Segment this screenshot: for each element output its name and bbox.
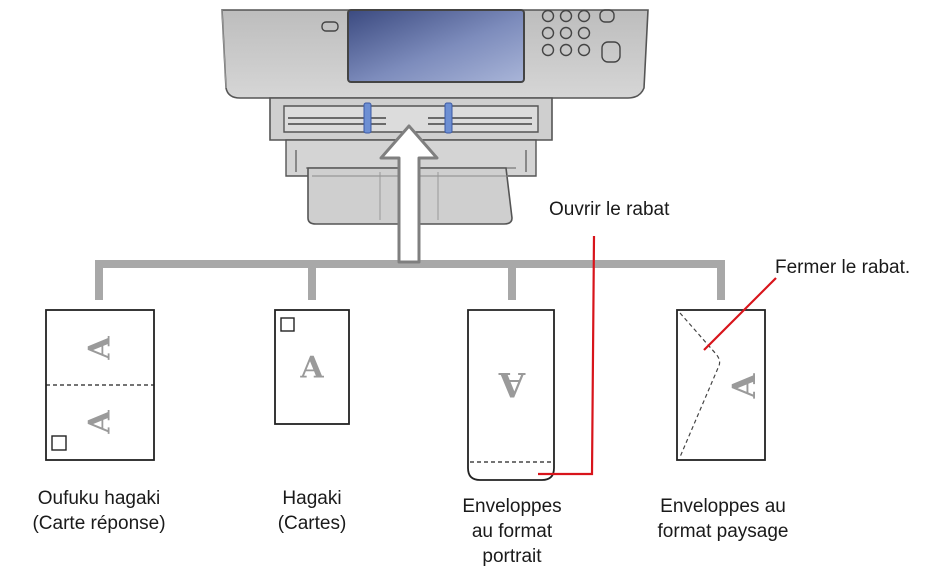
oufuku-top-mark: A <box>83 336 118 361</box>
feed-direction-arrow-icon <box>379 124 439 264</box>
caption-hagaki: Hagaki (Cartes) <box>252 486 372 536</box>
control-panel-display <box>347 9 525 83</box>
caption-envelope-landscape: Enveloppes au format paysage <box>628 494 818 544</box>
open-flap-callout: Ouvrir le rabat <box>549 199 670 220</box>
callout-lines <box>538 235 777 476</box>
caption-line: (Carte réponse) <box>32 513 166 534</box>
media-envelope-portrait: A <box>467 309 555 481</box>
media-envelope-landscape: A <box>676 309 766 461</box>
caption-line: au format <box>471 521 553 542</box>
caption-line: portrait <box>482 546 542 567</box>
media-hagaki: A <box>274 309 350 425</box>
media-oufuku-hagaki: A A <box>45 309 155 461</box>
hagaki-mark: A <box>299 351 324 386</box>
close-flap-callout: Fermer le rabat. <box>775 257 911 278</box>
caption-envelope-portrait: Enveloppes au format portrait <box>442 494 582 569</box>
stamp-box-icon <box>280 317 295 332</box>
caption-line: (Cartes) <box>277 513 347 534</box>
envelope-landscape-mark: A <box>725 372 763 399</box>
open-flap-leader <box>538 235 596 476</box>
printer <box>221 9 649 225</box>
caption-line: Oufuku hagaki <box>37 488 161 509</box>
keypad-icon <box>541 9 621 63</box>
stamp-box-icon <box>51 435 67 451</box>
caption-line: Hagaki <box>282 488 342 509</box>
envelope-portrait-mark: A <box>498 364 526 404</box>
paper-guide-right <box>444 102 453 134</box>
caption-line: Enveloppes au <box>660 496 786 517</box>
multipurpose-tray <box>283 105 539 133</box>
caption-line: Enveloppes <box>462 496 562 517</box>
close-flap-leader <box>703 277 777 351</box>
caption-oufuku-hagaki: Oufuku hagaki (Carte réponse) <box>0 486 198 536</box>
paper-guide-left <box>363 102 372 134</box>
oufuku-bottom-mark: A <box>83 410 118 435</box>
caption-line: format paysage <box>657 521 789 542</box>
panel-indicator-icon <box>321 21 339 32</box>
